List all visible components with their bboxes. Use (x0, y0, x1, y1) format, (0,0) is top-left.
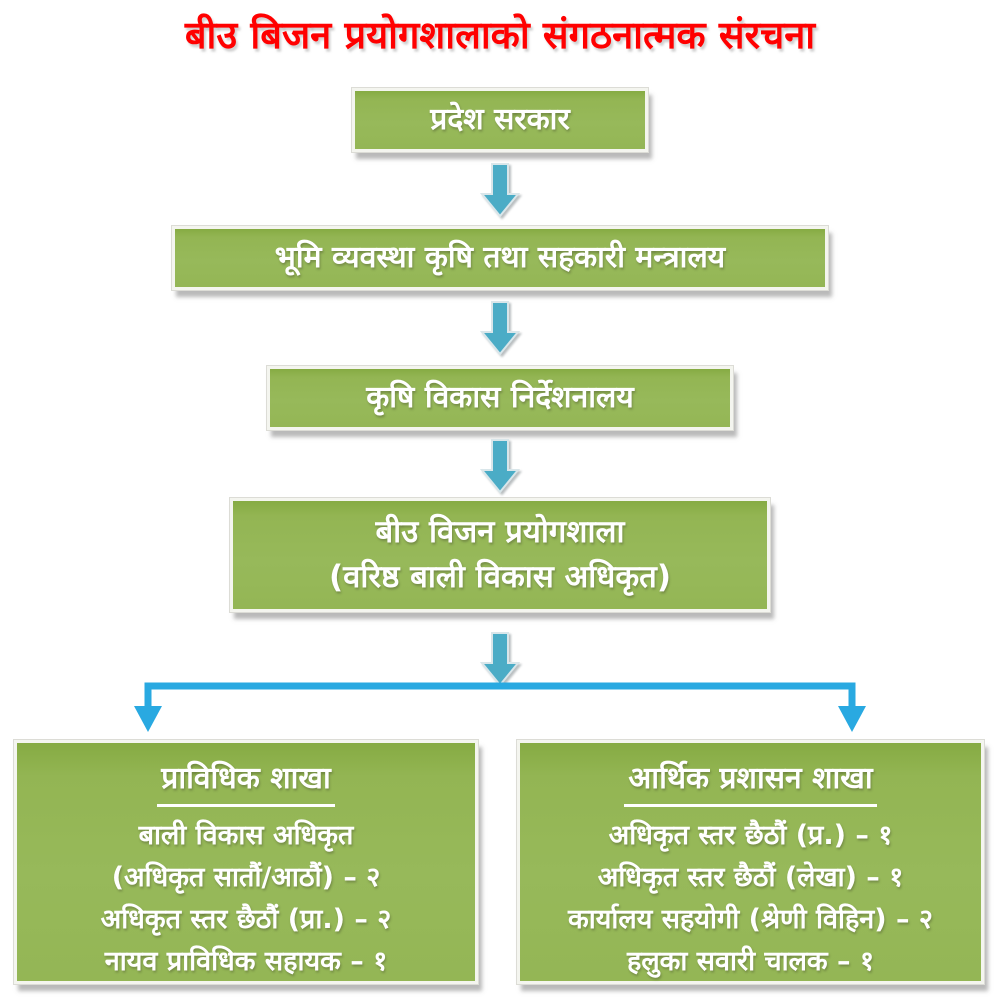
branch-header: आर्थिक प्रशासन शाखा (624, 757, 877, 807)
staff-row: बाली विकास अधिकृत (138, 820, 354, 851)
down-arrow-icon (480, 163, 520, 217)
node-ministry: भूमि व्यवस्था कृषि तथा सहकारी मन्त्रालय (172, 226, 828, 290)
node-agriculture-directorate: कृषि विकास निर्देशनालय (267, 366, 733, 430)
node-technical-branch: प्राविधिक शाखा बाली विकास अधिकृत (अधिकृत… (14, 740, 478, 984)
page-title: बीउ बिजन प्रयोगशालाको संगठनात्मक संरचना (184, 13, 816, 57)
node-label: प्रदेश सरकार (430, 102, 570, 138)
staff-row: अधिकृत स्तर छैठौं (लेखा) – १ (597, 862, 904, 893)
staff-row: नायव प्राविधिक सहायक – १ (104, 946, 388, 977)
down-arrow-icon (480, 632, 520, 686)
staff-row: कार्यालय सहयोगी (श्रेणी विहिन) – २ (568, 904, 933, 935)
branch-connector-icon (134, 682, 866, 732)
node-label-line1: बीउ विजन प्रयोगशाला (375, 514, 625, 551)
node-label: कृषि विकास निर्देशनालय (366, 380, 634, 416)
node-finance-admin-branch: आर्थिक प्रशासन शाखा अधिकृत स्तर छैठौं (प… (517, 740, 984, 984)
staff-row: (अधिकृत सातौं/आठौं) – २ (111, 862, 381, 893)
node-label: भूमि व्यवस्था कृषि तथा सहकारी मन्त्रालय (274, 240, 726, 276)
staff-row: हलुका सवारी चालक – १ (627, 946, 874, 977)
down-arrow-icon (480, 301, 520, 355)
node-label-line2: (वरिष्ठ बाली विकास अधिकृत) (328, 559, 671, 595)
staff-row: अधिकृत स्तर छैठौं (प्र.) – १ (608, 820, 893, 851)
branch-header: प्राविधिक शाखा (157, 757, 335, 807)
down-arrow-icon (480, 439, 520, 493)
node-province-government: प्रदेश सरकार (352, 88, 648, 152)
staff-row: अधिकृत स्तर छैठौं (प्रा.) – २ (100, 904, 392, 935)
node-seed-laboratory: बीउ विजन प्रयोगशाला (वरिष्ठ बाली विकास अ… (230, 498, 770, 612)
